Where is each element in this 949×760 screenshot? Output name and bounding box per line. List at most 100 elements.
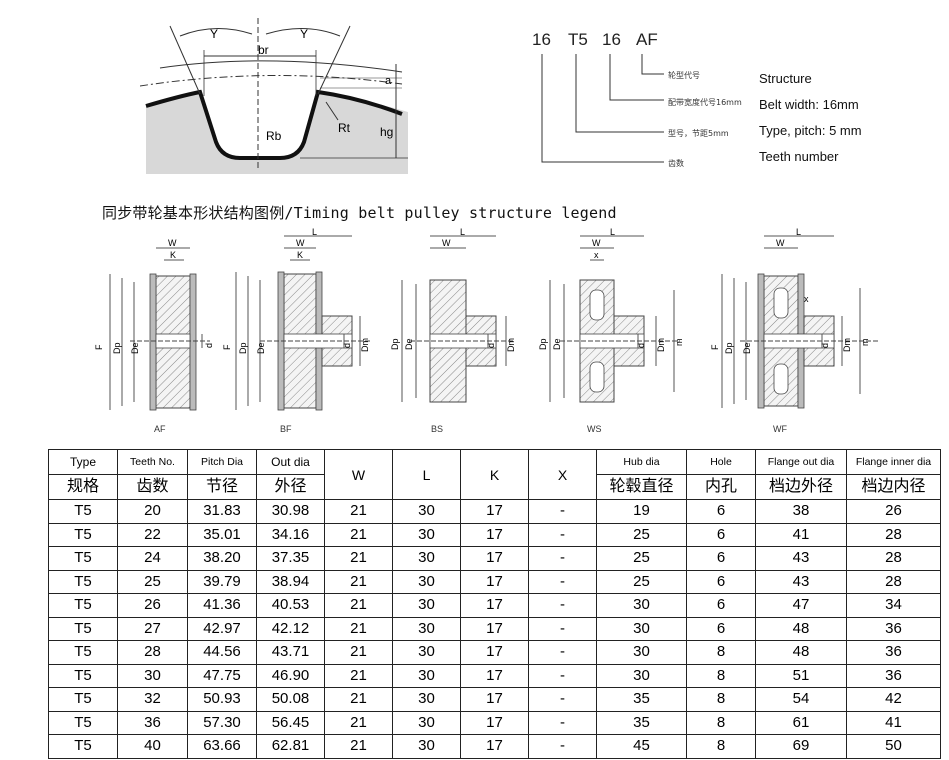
svg-text:Dm: Dm — [506, 338, 516, 352]
svg-text:De: De — [552, 338, 562, 350]
table-cell: 17 — [460, 499, 529, 524]
table-cell: T5 — [48, 522, 118, 547]
table-cell: 8 — [686, 687, 756, 712]
table-cell: 17 — [460, 663, 529, 688]
code-form-cn: 轮型代号 — [668, 71, 700, 80]
table-cell: - — [528, 734, 597, 759]
table-cell: 22 — [117, 522, 188, 547]
table-cell: 54 — [755, 687, 847, 712]
svg-text:d: d — [342, 343, 352, 348]
svg-text:K: K — [297, 250, 303, 260]
svg-text:W: W — [442, 238, 451, 248]
table-cell: T5 — [48, 734, 118, 759]
table-cell: 21 — [324, 663, 393, 688]
table-cell: 37.35 — [256, 546, 325, 571]
header-pitch-dia: Pitch Dia — [187, 449, 257, 475]
rb-label: Rb — [266, 129, 282, 143]
svg-text:Dp: Dp — [390, 338, 400, 350]
header-type-cn: 规格 — [48, 474, 118, 500]
table-cell: 17 — [460, 522, 529, 547]
teeth-number-note: Teeth number — [759, 149, 839, 164]
table-cell: 28 — [846, 569, 941, 594]
svg-text:L: L — [796, 227, 801, 237]
table-cell: 6 — [686, 522, 756, 547]
belt-line — [159, 60, 403, 73]
code-teeth-cn: 齿数 — [668, 159, 684, 168]
table-cell: 30 — [392, 569, 461, 594]
table-cell: 30 — [392, 710, 461, 735]
table-cell: 25 — [117, 569, 188, 594]
variant-label-af: AF — [154, 424, 166, 434]
variant-af-drawing: W K F Dp De d — [94, 238, 214, 411]
svg-text:L: L — [460, 227, 465, 237]
table-cell: 43.71 — [256, 640, 325, 665]
table-cell: T5 — [48, 710, 118, 735]
svg-text:d: d — [636, 343, 646, 348]
variant-ws-drawing: L W x Dp De d Dm m — [538, 227, 684, 403]
rt-label: Rt — [338, 121, 351, 135]
table-cell: 30 — [392, 734, 461, 759]
table-cell: 50.08 — [256, 687, 325, 712]
table-cell: 42.97 — [187, 616, 257, 641]
header-type: Type — [48, 449, 118, 475]
table-cell: 8 — [686, 710, 756, 735]
table-cell: 30 — [392, 593, 461, 618]
variant-bs-drawing: L W Dp De d Dm — [390, 227, 516, 403]
table-cell: 30 — [392, 499, 461, 524]
table-cell: 25 — [596, 569, 687, 594]
table-cell: 36 — [846, 663, 941, 688]
table-cell: 57.30 — [187, 710, 257, 735]
table-cell: 45 — [596, 734, 687, 759]
tooth-outline — [145, 89, 403, 160]
table-cell: 43 — [755, 546, 847, 571]
svg-text:Dm: Dm — [656, 338, 666, 352]
table-cell: T5 — [48, 499, 118, 524]
table-cell: 21 — [324, 640, 393, 665]
header-flange-out-cn: 档边外径 — [755, 474, 847, 500]
table-cell: 47 — [755, 593, 847, 618]
table-cell: 36 — [846, 616, 941, 641]
table-cell: 30 — [392, 546, 461, 571]
table-cell: 6 — [686, 546, 756, 571]
table-cell: T5 — [48, 616, 118, 641]
pitch-line — [140, 74, 403, 87]
table-cell: 48 — [755, 616, 847, 641]
table-cell: - — [528, 546, 597, 571]
header-pitch-dia-cn: 节径 — [187, 474, 257, 500]
table-cell: 21 — [324, 546, 393, 571]
code-form: AF — [636, 30, 658, 49]
svg-text:d: d — [204, 343, 214, 348]
table-cell: - — [528, 593, 597, 618]
svg-text:W: W — [592, 238, 601, 248]
table-cell: 38 — [755, 499, 847, 524]
table-cell: T5 — [48, 569, 118, 594]
table-cell: 38.20 — [187, 546, 257, 571]
table-cell: 30 — [117, 663, 188, 688]
table-cell: 28 — [846, 546, 941, 571]
svg-text:Dm: Dm — [842, 338, 852, 352]
table-cell: 36 — [846, 640, 941, 665]
svg-text:Dp: Dp — [238, 342, 248, 354]
header-row-cn: 规格 齿数 节径 外径 轮毂直径 内孔 档边外径 档边内径 — [48, 474, 941, 500]
table-cell: 30 — [392, 687, 461, 712]
code-teeth: 16 — [532, 30, 551, 49]
header-flange-out: Flange out dia — [755, 449, 847, 475]
table-cell: 21 — [324, 499, 393, 524]
table-cell: 35 — [596, 710, 687, 735]
table-cell: 6 — [686, 569, 756, 594]
svg-text:x: x — [804, 294, 809, 304]
header-hole: Hole — [686, 449, 756, 475]
svg-text:W: W — [168, 238, 177, 248]
header-x: X — [528, 449, 597, 500]
variant-wf-drawing: L W x F Dp De d Dm m — [710, 227, 880, 409]
svg-text:De: De — [256, 342, 266, 354]
header-row-en: Type Teeth No. Pitch Dia Out dia W L K X… — [48, 449, 941, 500]
header-k: K — [460, 449, 529, 500]
table-cell: 50 — [846, 734, 941, 759]
